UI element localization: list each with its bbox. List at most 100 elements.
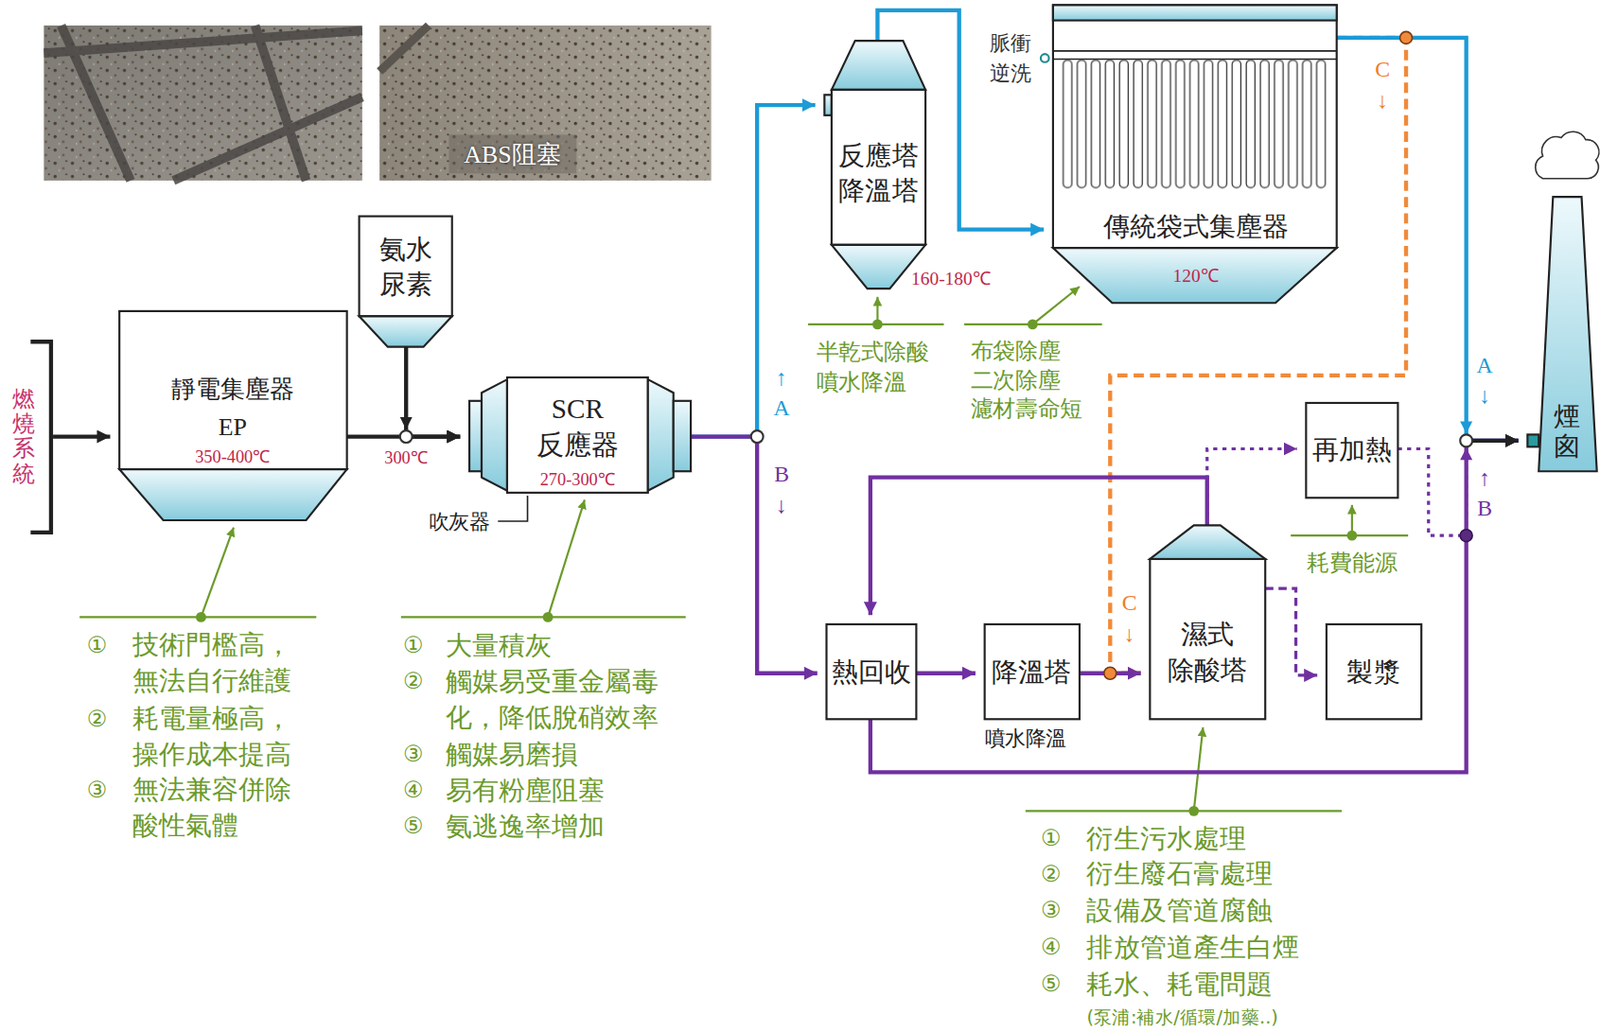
- merge-line: [1472, 439, 1519, 443]
- callout-number: ①: [87, 632, 107, 659]
- node-title: 反應塔 降溫塔: [833, 137, 924, 210]
- outline-part: [507, 377, 649, 493]
- route-label: C ↓: [1116, 587, 1143, 649]
- annotation-text: 氨逃逸率增加: [445, 808, 605, 845]
- outline-part: [119, 311, 347, 470]
- callout-leaders: [79, 286, 1408, 811]
- node-title: 濕式 除酸塔: [1161, 616, 1252, 689]
- smoke-cloud: [1535, 131, 1600, 178]
- callout-number: ⑤: [1040, 970, 1061, 998]
- route-label: C ↓: [1369, 53, 1396, 115]
- flow-arrow: [52, 434, 110, 439]
- process-box: 再加熱: [1305, 403, 1398, 498]
- annotation-text: 無法兼容併除 酸性氣體: [132, 772, 318, 844]
- annotation-text: 技術門檻高， 無法自行維護: [132, 627, 318, 700]
- annotation-text: 易有粉塵阻塞: [445, 773, 605, 809]
- rect-shape: [379, 25, 711, 181]
- reactor-unit: SCR 反應器270-300℃: [469, 377, 691, 493]
- annotation-text: 半乾式除酸 噴水降溫: [816, 336, 943, 398]
- annotation-text: 衍生廢石膏處理: [1086, 856, 1272, 893]
- path-shape: [1194, 727, 1204, 811]
- outline-part: [1149, 559, 1266, 720]
- part-label: 吹灰器: [428, 509, 491, 534]
- outline-part: [1149, 525, 1266, 560]
- callout-number: ①: [1040, 825, 1061, 852]
- callout-number: ②: [403, 668, 423, 695]
- reagent-tank: 氨水 尿素: [359, 216, 453, 348]
- outline-part: [1053, 51, 1337, 60]
- circle-shape: [1188, 806, 1199, 817]
- route-label: A ↓: [1471, 350, 1498, 411]
- callout-number: ③: [1040, 897, 1061, 925]
- temperature-label: 160-180℃: [911, 268, 991, 291]
- outline-part: [831, 40, 926, 90]
- outline-part: [359, 316, 453, 347]
- outline-part: [359, 216, 453, 317]
- route-label: B ↓: [768, 459, 795, 521]
- flow-arrow: [1336, 37, 1519, 441]
- node-title: 傳統袋式集塵器: [1103, 210, 1289, 244]
- annotation-text: 耗水、耗電問題: [1086, 967, 1272, 1003]
- annotation-text: 耗電量極高， 操作成本提高: [132, 701, 318, 774]
- node-subtext: 270-300℃: [540, 468, 616, 491]
- arrow-head: [400, 417, 413, 430]
- stack-unit: 煙囪: [1527, 196, 1597, 473]
- circle-shape: [1027, 319, 1038, 331]
- node-subtext: 120℃: [1173, 264, 1220, 288]
- outline-part: [1053, 4, 1337, 20]
- callout-dots: [195, 319, 1357, 817]
- node-title: 煙囪: [1553, 402, 1581, 461]
- flow-arrow: [915, 671, 976, 676]
- node-title: 氨水 尿素: [372, 231, 440, 304]
- annotation-text: 布袋除塵 二次除塵 濾材壽命短: [970, 336, 1097, 425]
- node-title: 熱回收: [831, 655, 912, 689]
- node-outline: [1053, 4, 1337, 303]
- photo: [43, 25, 711, 181]
- outline-part: [481, 379, 508, 492]
- junction-dot: [1459, 529, 1473, 543]
- circle-shape: [195, 612, 207, 623]
- callout-number: ⑤: [403, 812, 423, 840]
- source-bracket: 燃燒系統: [8, 339, 53, 535]
- annotation-text: 觸媒易受重金屬毒 化，降低脫硝效率: [445, 664, 685, 737]
- junction-dot: [1104, 667, 1117, 680]
- outline-part: [1053, 247, 1337, 303]
- outline-part: [119, 469, 347, 521]
- part-label: 噴水降溫: [984, 726, 1067, 752]
- process-box: 降溫塔: [984, 624, 1080, 720]
- process-box: 製漿: [1326, 624, 1422, 720]
- node-subtext: 350-400℃: [194, 446, 270, 469]
- path-shape: [43, 25, 362, 181]
- route-label: ↑ A: [768, 362, 795, 423]
- outline-part: [824, 94, 832, 116]
- node-title: 燃燒系統: [12, 386, 36, 486]
- precipitator-unit: 靜電集塵器 EP350-400℃: [119, 311, 347, 521]
- flow-arrow: [870, 440, 1519, 773]
- junction-dot: [400, 430, 413, 443]
- callout-number: ④: [1040, 934, 1061, 962]
- outline-part: [1053, 4, 1337, 248]
- callout-number: ③: [87, 777, 107, 805]
- temperature-label: 300℃: [384, 448, 428, 470]
- annotation-text: (泵浦:補水/循環/加藥..): [1086, 1006, 1278, 1029]
- outline-part: [1527, 434, 1539, 447]
- leader-line: [497, 495, 528, 522]
- callout-number: ②: [1040, 861, 1061, 888]
- arrow-head: [1459, 421, 1473, 434]
- outline-part: [1538, 196, 1597, 472]
- circle-shape: [1346, 530, 1357, 542]
- flow-arrow: [1207, 448, 1298, 526]
- outline-part: [826, 624, 917, 720]
- path-shape: [547, 499, 585, 617]
- callout-number: ③: [403, 741, 423, 769]
- outline-part: [984, 624, 1080, 720]
- circle-shape: [543, 612, 554, 623]
- tower-unit: 反應塔 降溫塔: [824, 40, 927, 291]
- annotation-text: 排放管道產生白煙: [1086, 930, 1299, 967]
- route-label: ↑ B: [1471, 462, 1498, 524]
- outline-part: [831, 89, 926, 246]
- outline-part: [1061, 59, 1330, 190]
- junction-dot: [1459, 434, 1473, 447]
